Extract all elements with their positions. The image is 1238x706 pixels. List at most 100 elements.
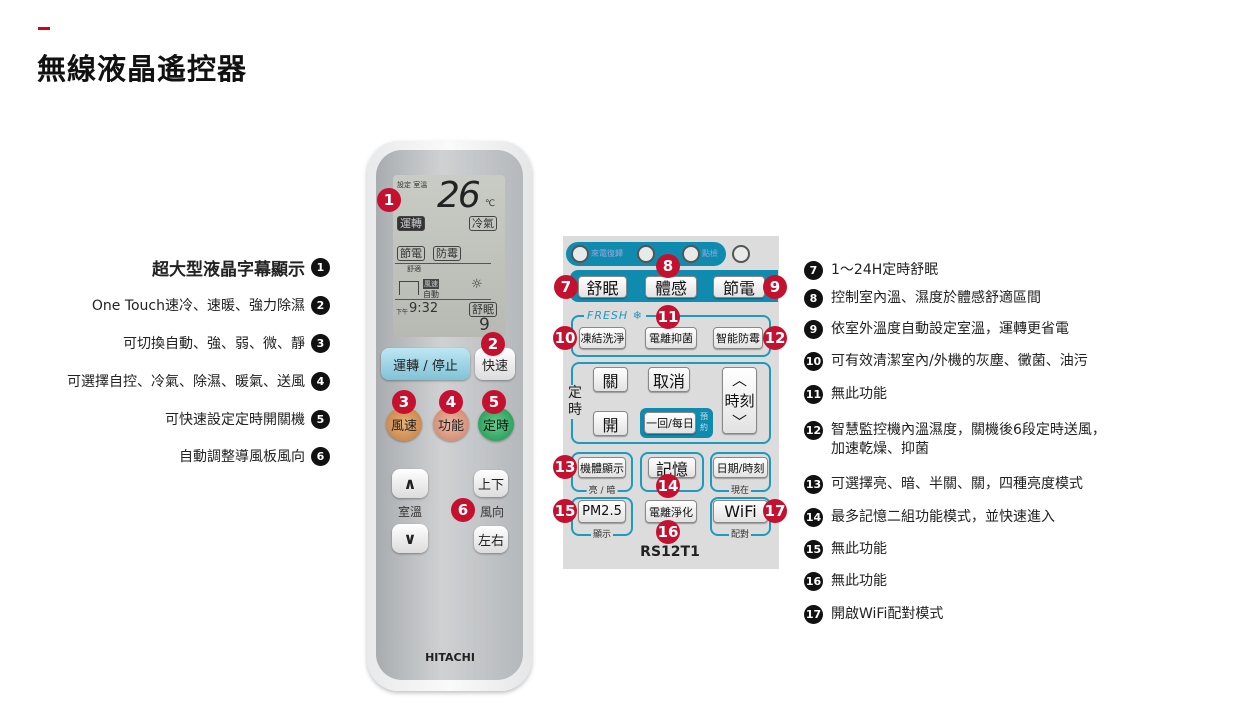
number-badge: 5	[311, 409, 330, 429]
feature-text: 依室外溫度自動設定室溫，運轉更省電	[831, 321, 1069, 337]
timer-label: 定時	[568, 385, 584, 419]
callout-10: 10	[553, 326, 577, 350]
lcd-time: 9:32	[409, 301, 439, 316]
led-indicator	[732, 245, 750, 263]
lcd-temp: 26	[437, 175, 481, 216]
pm25-sub-label: 顯示	[590, 527, 614, 540]
ion-antibacterial-button[interactable]: 電離抑菌	[645, 327, 697, 349]
run-stop-button[interactable]: 運轉 / 停止	[381, 348, 470, 380]
feature-5: 可快速設定定時開關機 5	[165, 409, 330, 429]
timer-cancel-button[interactable]: 取消	[648, 367, 690, 392]
number-badge: 14	[804, 508, 823, 527]
number-badge: 6	[311, 446, 330, 466]
datetime-button[interactable]: 日期/時刻	[713, 457, 768, 478]
callout-17: 17	[763, 499, 787, 523]
smart-anti-mold-button[interactable]: 智能防霉	[713, 327, 763, 349]
number-badge: 3	[311, 333, 330, 353]
led-indicator	[637, 245, 655, 263]
feature-text: 無此功能	[831, 573, 887, 589]
lcd-save: 節電	[397, 246, 425, 261]
callout-4: 4	[439, 390, 463, 414]
feature-text: 無此功能	[831, 541, 887, 557]
accent-dash	[38, 27, 50, 30]
direction-label: 風向	[479, 505, 505, 519]
callout-1: 1	[377, 188, 401, 212]
callout-2: 2	[481, 332, 505, 356]
lcd-comfort: 舒適	[407, 265, 421, 273]
feature-13: 13 可選擇亮、暗、半關、關，四種亮度模式	[804, 475, 1083, 494]
callout-11: 11	[656, 305, 680, 329]
feature-text-line2: 加速乾燥、抑菌	[831, 441, 929, 457]
temp-up-button[interactable]: ∧	[392, 469, 428, 498]
clock-adjust-button[interactable]: ︿ 時刻 ﹀	[722, 367, 757, 434]
lcd-sleep: 舒眠	[469, 302, 497, 317]
lcd-mold: 防霉	[433, 246, 461, 261]
callout-6: 6	[451, 498, 475, 522]
page-title: 無線液晶遙控器	[37, 52, 248, 86]
lcd-ampm: 下午	[396, 309, 409, 316]
timer-off-button[interactable]: 關	[593, 367, 628, 392]
lcd-brightness-icon: ☼	[471, 277, 483, 292]
sleep-button[interactable]: 舒眠	[578, 276, 627, 298]
swing-updown-button[interactable]: 上下	[474, 470, 508, 497]
pm25-button[interactable]: PM2.5	[578, 500, 626, 523]
led-indicator	[571, 245, 589, 263]
feature-text: 可選擇亮、暗、半關、關，四種亮度模式	[831, 476, 1083, 492]
lcd-hours: 9	[479, 315, 490, 335]
lcd-run: 運轉	[397, 216, 425, 231]
number-badge: 17	[804, 605, 823, 624]
callout-7: 7	[554, 275, 578, 299]
callout-13: 13	[553, 455, 577, 479]
feature-text: 1～24H定時舒眠	[831, 262, 939, 278]
model-number: RS12T1	[640, 544, 700, 560]
quick-button[interactable]: 快速	[475, 348, 515, 380]
number-badge: 13	[804, 475, 823, 494]
number-badge: 10	[804, 352, 823, 371]
lcd-mode: 冷氣	[469, 216, 497, 231]
feature-text: 可快速設定定時開關機	[165, 412, 305, 428]
feature-text: 可有效清潔室內/外機的灰塵、黴菌、油污	[831, 353, 1088, 369]
feature-text: One Touch速冷、速暖、強力除濕	[91, 298, 305, 314]
callout-12: 12	[763, 326, 787, 350]
lcd-auto: 自動	[423, 290, 439, 299]
callout-16: 16	[656, 520, 680, 544]
feature-16: 16 無此功能	[804, 572, 887, 591]
freeze-clean-button[interactable]: 凍結洗淨	[579, 327, 626, 349]
chevron-down-icon[interactable]: ﹀	[731, 413, 747, 431]
lcd-unit: ℃	[485, 199, 496, 209]
callout-8: 8	[656, 254, 680, 278]
display-button[interactable]: 機體顯示	[578, 457, 626, 478]
power-save-button[interactable]: 節電	[713, 276, 765, 298]
lcd-set-label: 設定 室溫	[397, 181, 428, 189]
number-badge: 4	[311, 371, 330, 391]
number-badge: 16	[804, 572, 823, 591]
number-badge: 15	[804, 540, 823, 559]
timer-on-button[interactable]: 開	[593, 411, 628, 436]
feature-4: 可選擇自控、冷氣、除濕、暖氣、送風 4	[67, 371, 330, 391]
lcd-screen: 設定 室溫 26 ℃ 運轉 冷氣 節電 防霉 舒適 風速 自動 ☼ 下午 9:3…	[393, 175, 505, 337]
body-sense-button[interactable]: 體感	[645, 276, 697, 298]
number-badge: 1	[311, 258, 330, 277]
led-label: 點檢	[702, 249, 718, 258]
once-daily-button[interactable]: 一回/每日	[644, 412, 696, 434]
display-sub-label: 亮 / 暗	[586, 483, 618, 496]
wifi-button[interactable]: WiFi	[713, 500, 768, 523]
feature-6: 自動調整導風板風向 6	[179, 446, 330, 466]
feature-text: 自動調整導風板風向	[179, 449, 305, 465]
feature-10: 10 可有效清潔室內/外機的灰塵、黴菌、油污	[804, 352, 1088, 371]
swing-leftright-button[interactable]: 左右	[474, 526, 508, 553]
callout-14: 14	[656, 474, 680, 498]
number-badge: 11	[804, 385, 823, 404]
temp-down-button[interactable]: ∨	[392, 524, 428, 553]
chevron-up-icon[interactable]: ︿	[731, 371, 747, 389]
feature-text: 可選擇自控、冷氣、除濕、暖氣、送風	[67, 374, 305, 390]
lcd-fan-icon	[399, 281, 419, 295]
